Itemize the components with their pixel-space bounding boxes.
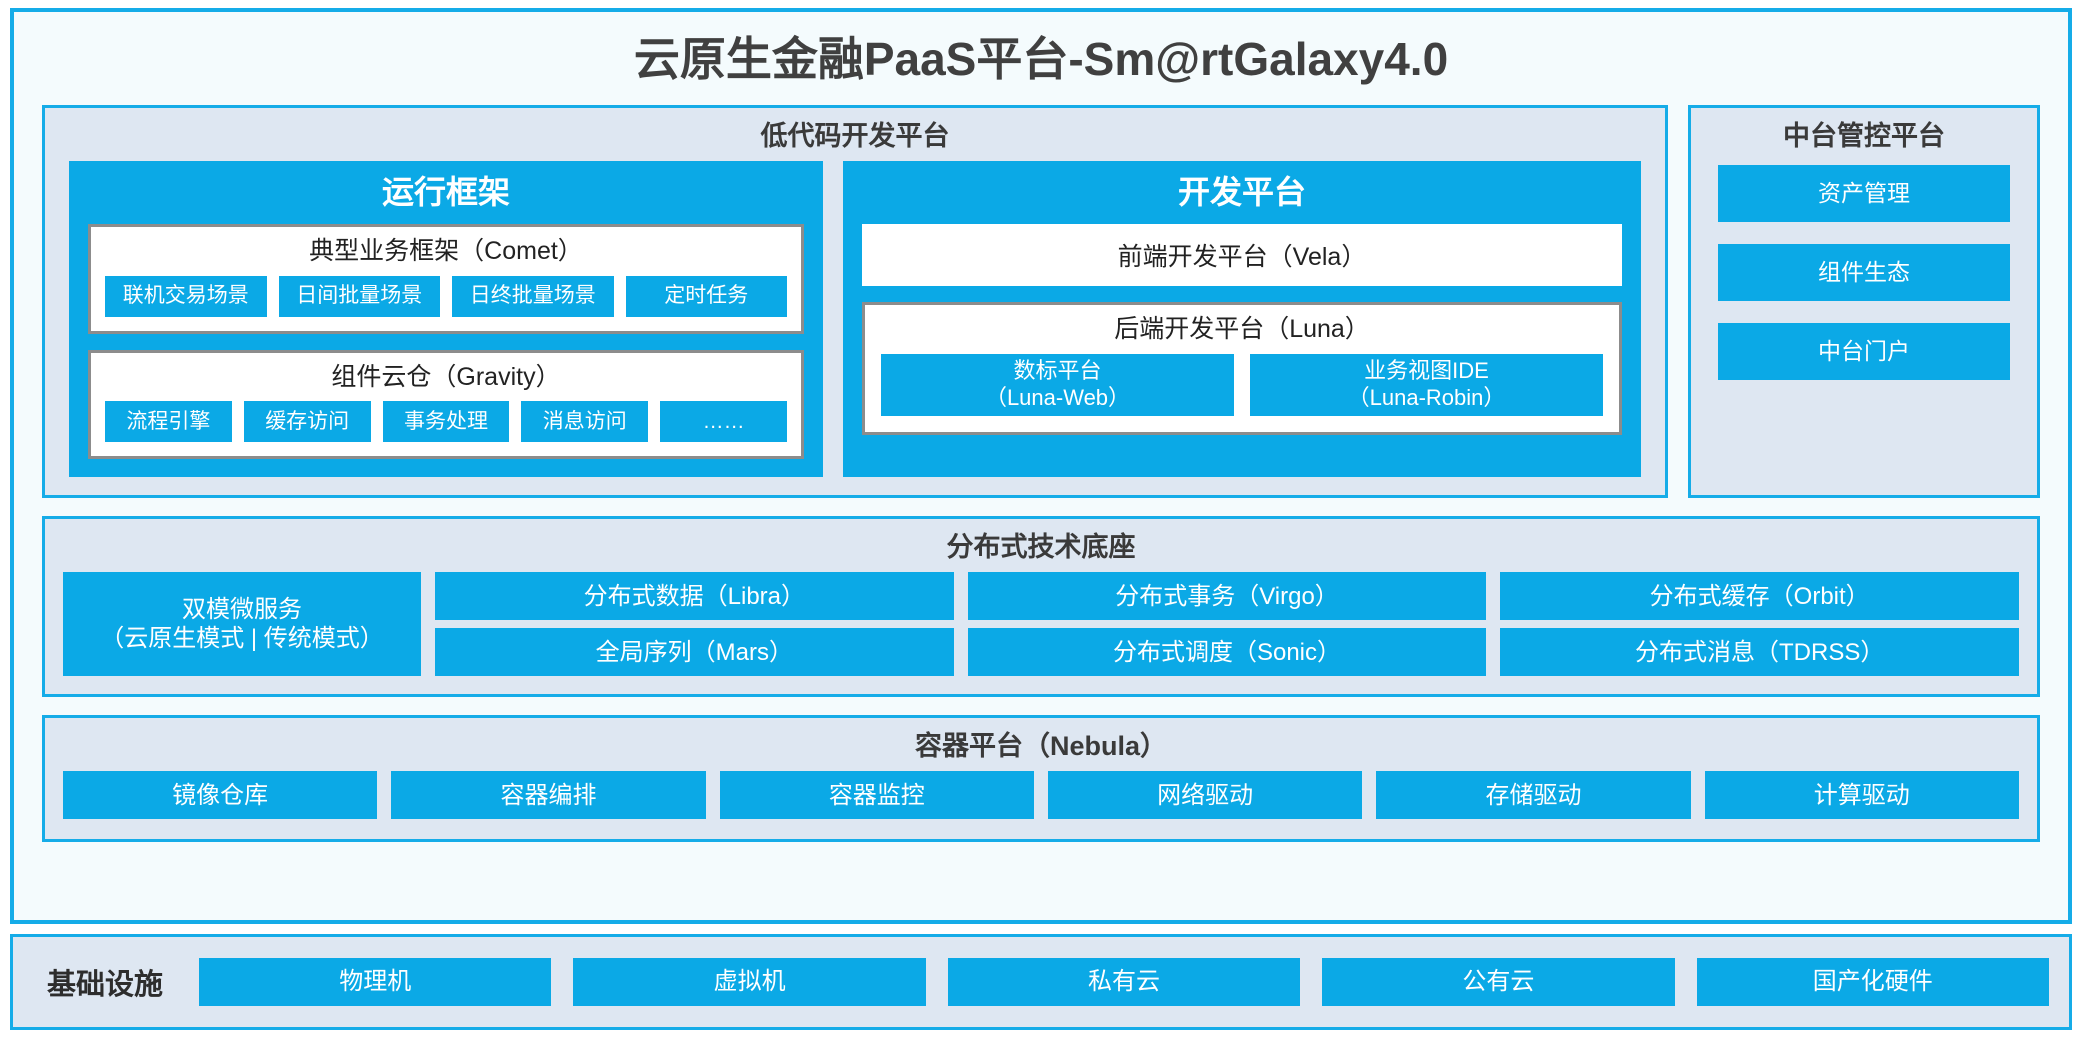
infrastructure-item-private-cloud[interactable]: 私有云	[947, 958, 1301, 1006]
infrastructure-item-public-cloud[interactable]: 公有云	[1322, 958, 1675, 1006]
foundation-column-1: 分布式数据（Libra） 全局序列（Mars）	[435, 572, 954, 677]
container-platform-items: 镜像仓库 容器编排 容器监控 网络驱动 存储驱动 计算驱动	[45, 771, 2037, 820]
foundation-item-global-sequence[interactable]: 全局序列（Mars）	[435, 628, 954, 677]
container-item-monitoring[interactable]: 容器监控	[719, 771, 1034, 820]
container-item-compute-driver[interactable]: 计算驱动	[1704, 771, 2019, 820]
comet-item-intraday-batch[interactable]: 日间批量场景	[278, 275, 440, 317]
page-title: 云原生金融PaaS平台-Sm@rtGalaxy4.0	[633, 33, 1449, 85]
comet-item-online-transaction[interactable]: 联机交易场景	[105, 275, 267, 317]
luna-item-data-standard-platform[interactable]: 数标平台 （Luna-Web）	[881, 353, 1234, 416]
foundation-item-distributed-scheduling[interactable]: 分布式调度（Sonic）	[967, 628, 1487, 677]
gravity-item-process-engine[interactable]: 流程引擎	[105, 401, 232, 443]
gravity-title: 组件云仓（Gravity）	[331, 362, 561, 391]
infrastructure-item-virtual-machine[interactable]: 虚拟机	[573, 958, 926, 1006]
foundation-item-dual-mode-microservice[interactable]: 双模微服务 （云原生模式 | 传统模式）	[63, 572, 421, 677]
foundation-item-distributed-data[interactable]: 分布式数据（Libra）	[435, 572, 954, 621]
comet-card: 典型业务框架（Comet） 联机交易场景 日间批量场景 日终批量场景 定时任务	[88, 223, 804, 334]
distributed-foundation-section: 分布式技术底座 双模微服务 （云原生模式 | 传统模式） 分布式数据（Libra…	[42, 516, 2040, 698]
container-item-storage-driver[interactable]: 存储驱动	[1376, 771, 1691, 820]
midplatform-item-portal[interactable]: 中台门户	[1718, 322, 2010, 380]
midplatform-title: 中台管控平台	[1783, 120, 1945, 151]
infrastructure-section: 基础设施 物理机 虚拟机 私有云 公有云 国产化硬件	[10, 934, 2072, 1030]
container-item-orchestration[interactable]: 容器编排	[391, 771, 706, 820]
platform-outer-panel: 云原生金融PaaS平台-Sm@rtGalaxy4.0 低代码开发平台 运行框架 …	[10, 8, 2072, 924]
midplatform-item-component-ecosystem[interactable]: 组件生态	[1718, 243, 2010, 301]
infrastructure-label: 基础设施	[47, 969, 164, 1001]
foundation-item-distributed-message[interactable]: 分布式消息（TDRSS）	[1500, 628, 2020, 677]
lowcode-platform-section: 低代码开发平台 运行框架 典型业务框架（Comet） 联机交易场景 日间批量场景…	[42, 104, 1668, 499]
backend-dev-items-row: 数标平台 （Luna-Web） 业务视图IDE （Luna-Robin）	[865, 353, 1619, 416]
gravity-item-message-access[interactable]: 消息访问	[521, 401, 649, 443]
development-platform-block: 开发平台 前端开发平台（Vela） 后端开发平台（Luna） 数标平台 （Lun…	[843, 160, 1641, 478]
infrastructure-item-domestic-hardware[interactable]: 国产化硬件	[1696, 958, 2049, 1006]
foundation-item-distributed-transaction[interactable]: 分布式事务（Virgo）	[967, 572, 1487, 621]
comet-title: 典型业务框架（Comet）	[309, 236, 583, 265]
midplatform-item-asset-management[interactable]: 资产管理	[1718, 164, 2010, 222]
runtime-framework-block: 运行框架 典型业务框架（Comet） 联机交易场景 日间批量场景 日终批量场景 …	[69, 160, 823, 478]
distributed-foundation-title: 分布式技术底座	[946, 532, 1136, 563]
gravity-item-transaction-processing[interactable]: 事务处理	[382, 401, 510, 443]
runtime-framework-title: 运行框架	[381, 173, 510, 210]
gravity-item-ellipsis[interactable]: ……	[660, 401, 787, 443]
container-platform-title: 容器平台（Nebula）	[914, 731, 1168, 762]
gravity-item-cache-access[interactable]: 缓存访问	[243, 401, 371, 443]
development-platform-title: 开发平台	[1177, 173, 1306, 210]
comet-items-row: 联机交易场景 日间批量场景 日终批量场景 定时任务	[91, 275, 801, 317]
lowcode-platform-title: 低代码开发平台	[760, 120, 950, 151]
lowcode-inner: 运行框架 典型业务框架（Comet） 联机交易场景 日间批量场景 日终批量场景 …	[45, 160, 1665, 478]
comet-item-scheduled-task[interactable]: 定时任务	[625, 275, 787, 317]
luna-item-business-view-ide[interactable]: 业务视图IDE （Luna-Robin）	[1250, 353, 1603, 416]
foundation-column-2: 分布式事务（Virgo） 分布式调度（Sonic）	[967, 572, 1487, 677]
gravity-items-row: 流程引擎 缓存访问 事务处理 消息访问 ……	[91, 401, 801, 443]
distributed-foundation-body: 双模微服务 （云原生模式 | 传统模式） 分布式数据（Libra） 全局序列（M…	[45, 572, 2037, 677]
midplatform-section: 中台管控平台 资产管理 组件生态 中台门户	[1688, 104, 2040, 499]
backend-dev-platform-title: 后端开发平台（Luna）	[1114, 314, 1370, 343]
backend-dev-platform-card: 后端开发平台（Luna） 数标平台 （Luna-Web） 业务视图IDE （Lu…	[862, 301, 1622, 435]
container-item-network-driver[interactable]: 网络驱动	[1047, 771, 1363, 820]
dual-mode-microservice-wrapper: 双模微服务 （云原生模式 | 传统模式）	[63, 572, 421, 677]
container-item-image-registry[interactable]: 镜像仓库	[63, 771, 378, 820]
gravity-card: 组件云仓（Gravity） 流程引擎 缓存访问 事务处理 消息访问 ……	[88, 349, 804, 460]
top-row: 低代码开发平台 运行框架 典型业务框架（Comet） 联机交易场景 日间批量场景…	[42, 104, 2040, 499]
frontend-dev-platform-card[interactable]: 前端开发平台（Vela）	[862, 223, 1622, 286]
midplatform-items: 资产管理 组件生态 中台门户	[1691, 161, 2037, 478]
container-platform-section: 容器平台（Nebula） 镜像仓库 容器编排 容器监控 网络驱动 存储驱动 计算…	[42, 715, 2040, 843]
foundation-item-distributed-cache[interactable]: 分布式缓存（Orbit）	[1500, 572, 2020, 621]
comet-item-eod-batch[interactable]: 日终批量场景	[452, 275, 614, 317]
foundation-column-3: 分布式缓存（Orbit） 分布式消息（TDRSS）	[1500, 572, 2020, 677]
infrastructure-item-physical-machine[interactable]: 物理机	[199, 958, 552, 1006]
